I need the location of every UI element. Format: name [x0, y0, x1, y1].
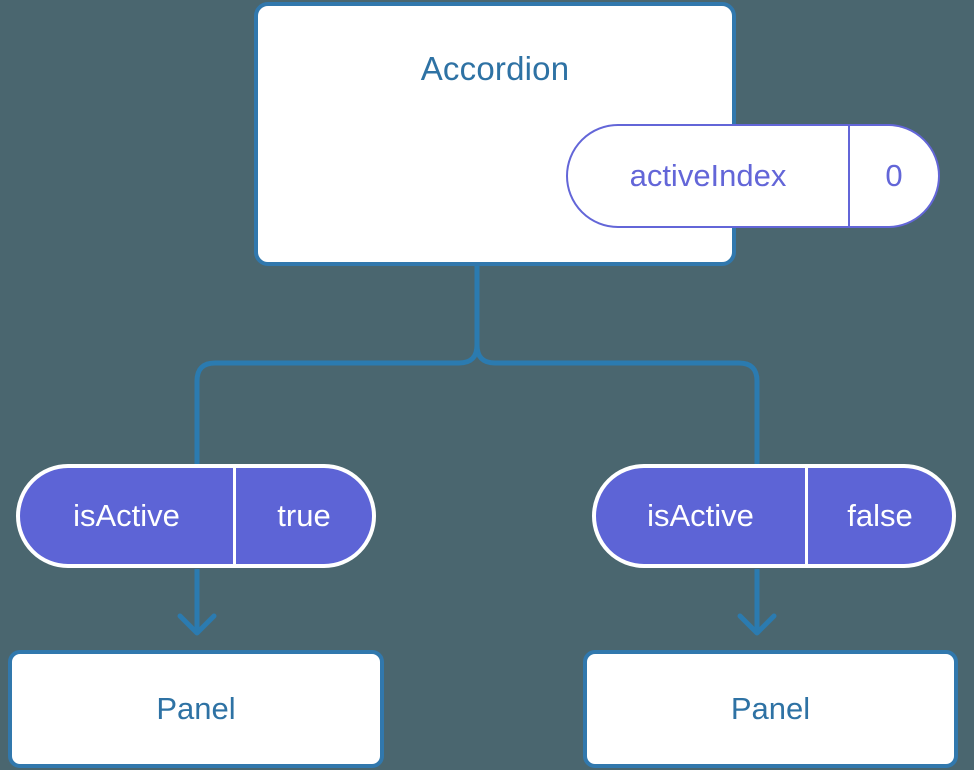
prop-pill-key: isActive [596, 468, 808, 564]
panel-label: Panel [730, 691, 811, 726]
panel-card-left[interactable]: Panel [8, 650, 384, 768]
prop-pill-value: true [277, 498, 331, 533]
state-pill-key: activeIndex [568, 126, 850, 226]
panel-card-right[interactable]: Panel [583, 650, 958, 768]
prop-pill-is-active-false[interactable]: isActive false [592, 464, 956, 568]
panel-label: Panel [156, 691, 236, 726]
connector-right-branch [474, 264, 760, 464]
state-pill-value: 0 [885, 158, 903, 193]
arrow-down-icon [737, 569, 777, 636]
state-pill-active-index[interactable]: activeIndex 0 [566, 124, 940, 228]
connector-left-branch [194, 264, 480, 464]
accordion-component-card[interactable]: Accordion activeIndex 0 [254, 2, 940, 266]
prop-pill-key: isActive [20, 468, 236, 564]
prop-pill-is-active-true[interactable]: isActive true [16, 464, 376, 568]
accordion-title: Accordion [420, 50, 570, 87]
arrow-down-icon [177, 569, 217, 636]
prop-pill-value: false [847, 498, 913, 533]
